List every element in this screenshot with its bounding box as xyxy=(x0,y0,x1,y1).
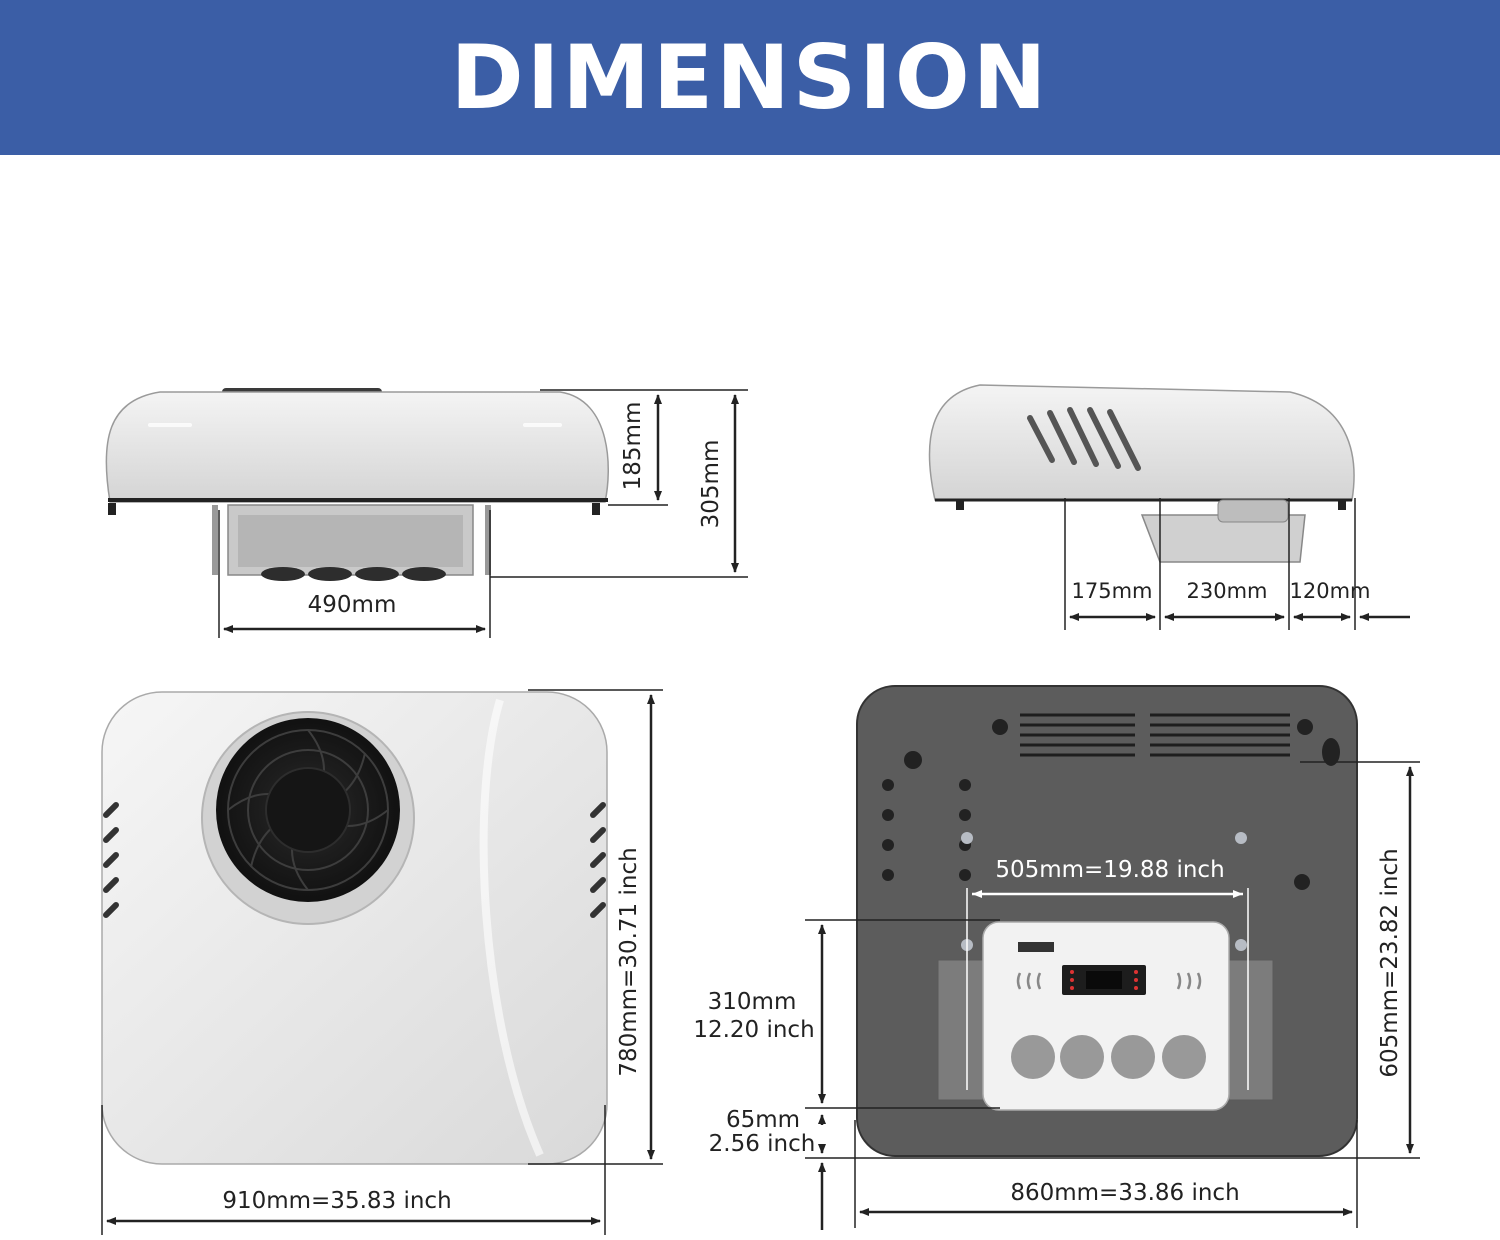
front-view-lower-box xyxy=(212,504,491,581)
side-view-dim-230-label: 230mm xyxy=(1187,579,1268,603)
side-view-dim-175-label: 175mm xyxy=(1072,579,1153,603)
bottom-view-dim-605: 605mm=23.82 inch xyxy=(1300,761,1420,1154)
side-view: 175mm 230mm 120mm xyxy=(928,384,1410,630)
front-view-dim-305: 305mm xyxy=(490,389,748,578)
bottom-view-dim-860: 860mm=33.86 inch xyxy=(854,1120,1358,1228)
display-panel xyxy=(1062,965,1146,995)
side-view-lower-box xyxy=(1140,499,1306,563)
bottom-view-dim-505-label: 505mm=19.88 inch xyxy=(995,857,1224,883)
front-view-dim-185-label: 185mm xyxy=(620,402,646,491)
side-view-dim-120: 120mm xyxy=(1290,579,1410,621)
bottom-view-dim-65-mm: 65mm xyxy=(726,1107,800,1133)
side-view-vents xyxy=(1027,407,1141,471)
bottom-view-dim-310: 310mm 12.20 inch xyxy=(693,919,1000,1109)
front-view-dim-490-label: 490mm xyxy=(308,592,397,618)
fan-icon xyxy=(201,711,415,925)
indoor-unit-vents xyxy=(1016,972,1202,990)
side-view-shell xyxy=(928,384,1355,510)
top-view: 780mm=30.71 inch 910mm=35.83 inch xyxy=(101,689,663,1235)
top-view-dim-910-label: 910mm=35.83 inch xyxy=(222,1188,451,1214)
bottom-view-dim-860-label: 860mm=33.86 inch xyxy=(1010,1180,1239,1206)
front-view-dim-490: 490mm xyxy=(218,510,491,638)
air-outlets xyxy=(1011,1035,1206,1079)
banner-title: DIMENSION xyxy=(450,25,1050,129)
top-view-left-vents xyxy=(103,802,119,918)
bottom-view-dim-65: 65mm 2.56 inch xyxy=(709,1107,1420,1230)
bottom-view-holes xyxy=(882,719,1340,890)
bottom-view-dim-310-mm: 310mm xyxy=(708,989,797,1015)
indoor-unit xyxy=(982,921,1230,1111)
top-view-right-vents xyxy=(590,802,606,918)
bottom-view-dim-310-in: 12.20 inch xyxy=(693,1017,814,1043)
bottom-view-dim-605-label: 605mm=23.82 inch xyxy=(1377,848,1403,1077)
front-view-shell xyxy=(105,388,609,515)
bottom-view-dim-65-in: 2.56 inch xyxy=(709,1131,816,1157)
title-banner: DIMENSION xyxy=(0,0,1500,155)
side-view-dim-175: 175mm xyxy=(1069,579,1156,621)
side-view-dim-120-label: 120mm xyxy=(1290,579,1371,603)
bottom-view-grille xyxy=(1020,713,1290,757)
top-view-dim-780-label: 780mm=30.71 inch xyxy=(616,847,642,1076)
bottom-view-dim-505: 505mm=19.88 inch xyxy=(966,857,1249,1090)
side-view-dim-230: 230mm xyxy=(1164,579,1285,621)
top-view-dim-910: 910mm=35.83 inch xyxy=(101,1105,606,1235)
front-view-dim-305-label: 305mm xyxy=(698,440,724,529)
top-view-dim-780: 780mm=30.71 inch xyxy=(528,689,663,1165)
bottom-view: 505mm=19.88 inch 310mm 12.20 inch 65mm 2… xyxy=(693,685,1420,1230)
front-view: 185mm 305mm 490mm xyxy=(105,388,748,638)
front-view-dim-185: 185mm xyxy=(540,389,668,506)
